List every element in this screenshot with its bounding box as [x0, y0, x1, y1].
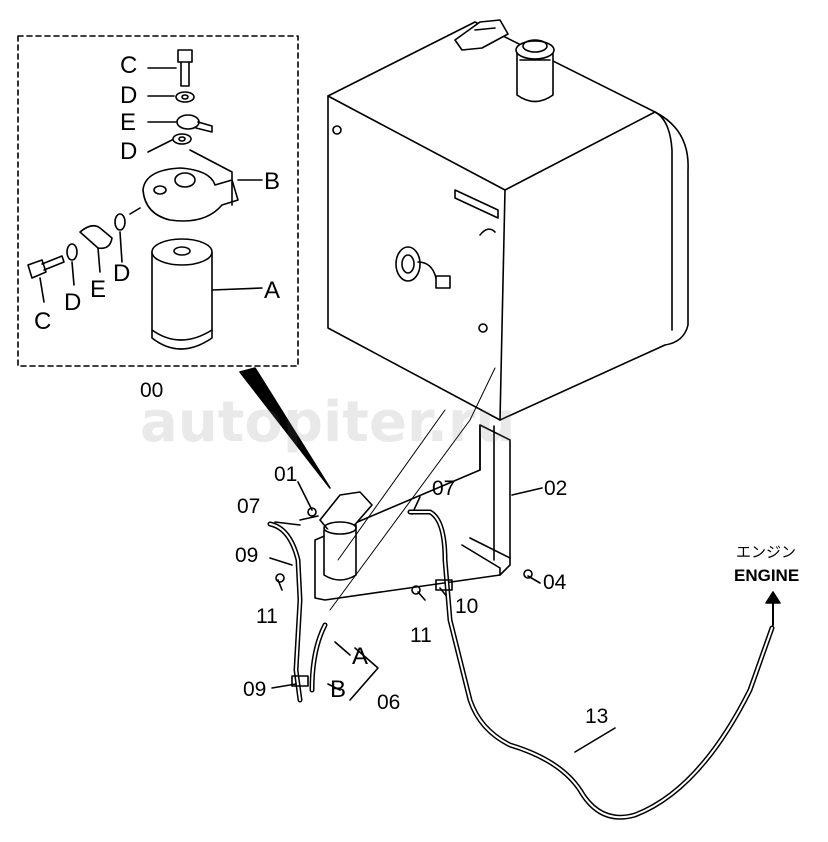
label-engine-japanese: エンジン — [736, 543, 797, 561]
label-part-10: 10 — [455, 595, 479, 618]
label-part-13: 13 — [585, 705, 609, 728]
inset-frame — [17, 35, 299, 367]
label-inset-d-3: D — [64, 289, 82, 316]
label-part-07-left: 07 — [237, 495, 261, 518]
label-inset-b: B — [264, 168, 281, 195]
label-part-06: 06 — [377, 691, 401, 714]
label-inset-d-4: D — [113, 260, 131, 287]
label-hose-b: B — [330, 676, 347, 703]
label-inset-e-bottom: E — [90, 276, 107, 303]
filter-assembly — [299, 491, 373, 581]
fuel-tank — [327, 19, 689, 421]
label-inset-c-top: C — [120, 52, 138, 79]
label-part-04: 04 — [543, 571, 567, 594]
fuel-gauge — [395, 246, 451, 289]
hose-left — [267, 521, 328, 703]
label-part-11-left: 11 — [256, 605, 278, 628]
label-part-09-bottom: 09 — [243, 678, 267, 701]
label-inset-c-bottom: C — [34, 308, 52, 335]
label-inset-d-1: D — [120, 82, 138, 109]
label-part-01: 01 — [274, 463, 298, 486]
label-part-00: 00 — [140, 379, 164, 402]
filler-cap — [515, 39, 555, 103]
label-engine: ENGINE — [734, 566, 800, 585]
hose-right — [407, 509, 775, 820]
watermark: autopiter.ru — [140, 390, 516, 455]
label-part-11-right: 11 — [410, 624, 432, 647]
label-inset-e-top: E — [120, 109, 137, 136]
label-inset-a: A — [264, 277, 281, 304]
label-part-07-right: 07 — [432, 477, 456, 500]
label-part-09-top: 09 — [235, 544, 259, 567]
inset-parts — [27, 49, 263, 350]
label-inset-d-2: D — [120, 138, 138, 165]
label-part-02: 02 — [544, 477, 568, 500]
label-hose-a: A — [352, 643, 369, 670]
